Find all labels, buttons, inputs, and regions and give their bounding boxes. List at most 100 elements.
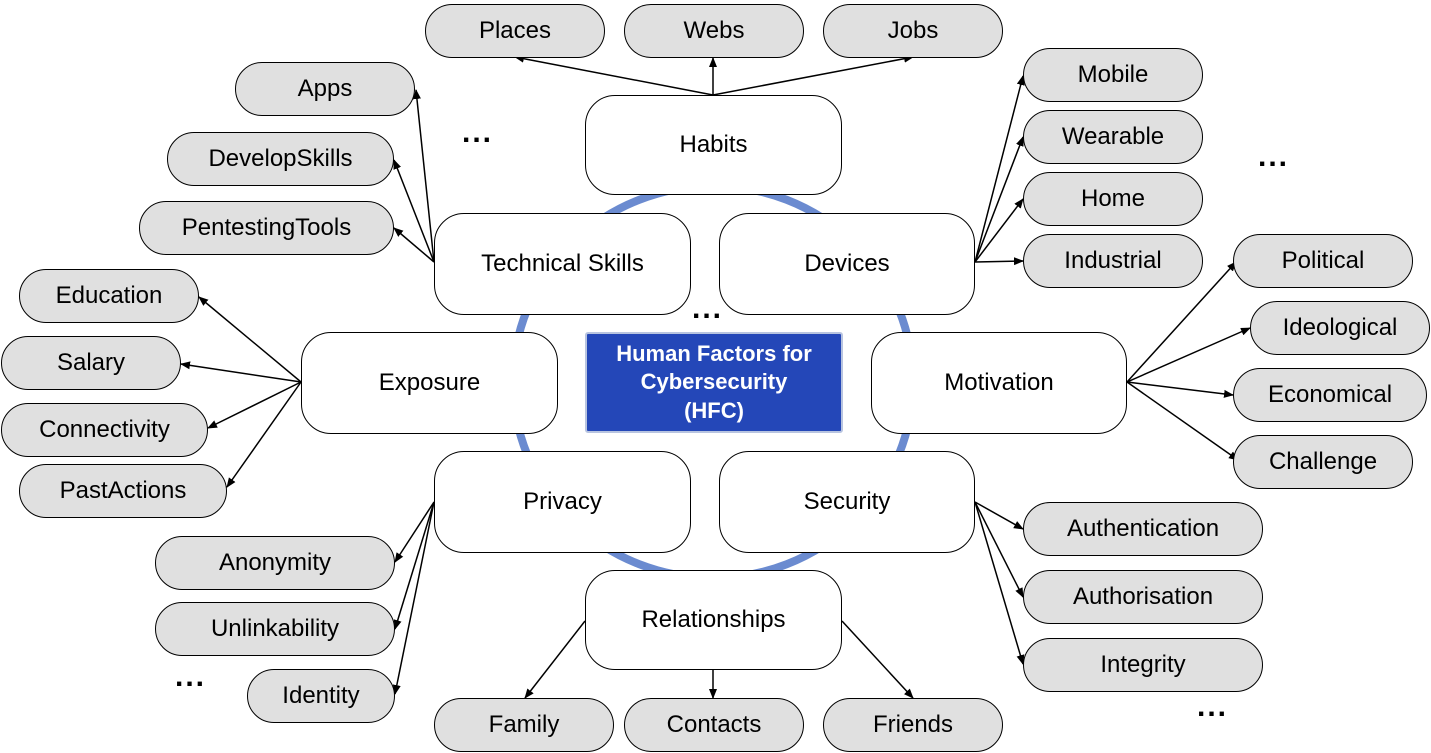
leaf-friends[interactable]: Friends — [823, 698, 1003, 752]
factor-exposure-label: Exposure — [378, 369, 481, 396]
arrow-devices-mobile — [974, 75, 1025, 263]
leaf-integrity-label: Integrity — [1100, 651, 1186, 678]
ellipsis-center: ... — [692, 292, 724, 325]
leaf-contacts-label: Contacts — [666, 711, 762, 738]
leaf-education-label: Education — [55, 282, 163, 309]
arrow-devices-wearable — [974, 136, 1024, 263]
leaf-salary[interactable]: Salary — [1, 336, 181, 390]
central-topic-line-1: Human Factors for — [616, 340, 812, 366]
leaf-authorisation[interactable]: Authorisation — [1023, 570, 1263, 624]
arrow-exposure-connectivity — [207, 381, 302, 429]
factor-privacy-label: Privacy — [523, 488, 602, 515]
leaf-salary-label: Salary — [56, 349, 126, 376]
arrow-exposure-salary — [180, 361, 302, 383]
leaf-webs[interactable]: Webs — [624, 4, 804, 58]
leaf-developskills[interactable]: DevelopSkills — [167, 132, 394, 186]
leaf-political-label: Political — [1281, 247, 1365, 274]
leaf-pentestingtools[interactable]: PentestingTools — [139, 201, 394, 255]
leaf-education[interactable]: Education — [19, 269, 199, 323]
arrow-exposure-pastactions — [226, 381, 302, 488]
arrow-motivation-ideological — [1126, 327, 1251, 383]
leaf-pastactions[interactable]: PastActions — [19, 464, 227, 518]
leaf-mobile[interactable]: Mobile — [1023, 48, 1203, 102]
leaf-home[interactable]: Home — [1023, 172, 1203, 226]
factor-habits[interactable]: Habits — [585, 95, 842, 195]
factor-devices-label: Devices — [804, 250, 890, 277]
leaf-mobile-label: Mobile — [1077, 61, 1149, 88]
central-topic[interactable]: Human Factors for Cybersecurity (HFC) — [585, 332, 843, 433]
central-topic-line-3: (HFC) — [684, 397, 744, 423]
leaf-authentication-label: Authentication — [1066, 515, 1220, 542]
leaf-webs-label: Webs — [683, 17, 745, 44]
leaf-places[interactable]: Places — [425, 4, 605, 58]
arrow-privacy-anonymity — [394, 501, 435, 563]
leaf-ideological-label: Ideological — [1282, 314, 1398, 341]
arrow-devices-industrial — [974, 257, 1024, 266]
leaf-jobs-label: Jobs — [887, 17, 939, 44]
leaf-jobs[interactable]: Jobs — [823, 4, 1003, 58]
arrow-privacy-identity — [392, 501, 435, 695]
ellipsis-devices: ... — [1258, 140, 1290, 173]
leaf-authentication[interactable]: Authentication — [1023, 502, 1263, 556]
leaf-industrial[interactable]: Industrial — [1023, 234, 1203, 288]
leaf-contacts[interactable]: Contacts — [624, 698, 804, 752]
ellipsis-security: ... — [1197, 690, 1229, 723]
leaf-economical[interactable]: Economical — [1233, 368, 1427, 422]
leaf-wearable-label: Wearable — [1061, 123, 1165, 150]
arrow-relationships-friends — [841, 620, 914, 699]
leaf-unlinkability[interactable]: Unlinkability — [155, 602, 395, 656]
arrow-security-authentication — [974, 501, 1024, 530]
leaf-unlinkability-label: Unlinkability — [210, 615, 340, 642]
arrow-habits-places — [514, 54, 714, 96]
arrow-technical-pentestingtools — [393, 227, 435, 263]
factor-exposure[interactable]: Exposure — [301, 332, 558, 434]
leaf-authorisation-label: Authorisation — [1072, 583, 1214, 610]
factor-relationships[interactable]: Relationships — [585, 570, 842, 670]
factor-technical-skills[interactable]: Technical Skills — [434, 213, 691, 315]
leaf-integrity[interactable]: Integrity — [1023, 638, 1263, 692]
arrow-technical-apps — [412, 89, 435, 263]
leaf-friends-label: Friends — [872, 711, 954, 738]
factor-relationships-label: Relationships — [641, 606, 786, 633]
factor-motivation[interactable]: Motivation — [871, 332, 1127, 434]
leaf-ideological[interactable]: Ideological — [1250, 301, 1430, 355]
arrow-motivation-challenge — [1126, 381, 1239, 461]
ellipsis-privacy: ... — [175, 660, 207, 693]
leaf-places-label: Places — [478, 17, 552, 44]
leaf-apps-label: Apps — [297, 75, 353, 102]
leaf-challenge[interactable]: Challenge — [1233, 435, 1413, 489]
factor-security[interactable]: Security — [719, 451, 975, 553]
leaf-wearable[interactable]: Wearable — [1023, 110, 1203, 164]
arrow-privacy-unlinkability — [393, 501, 435, 630]
leaf-home-label: Home — [1080, 185, 1146, 212]
leaf-political[interactable]: Political — [1233, 234, 1413, 288]
arrow-relationships-family — [524, 620, 586, 699]
factor-privacy[interactable]: Privacy — [434, 451, 691, 553]
leaf-economical-label: Economical — [1267, 381, 1393, 408]
leaf-anonymity-label: Anonymity — [218, 549, 332, 576]
arrow-motivation-economical — [1126, 381, 1234, 398]
leaf-family-label: Family — [488, 711, 560, 738]
arrow-motivation-political — [1126, 261, 1237, 383]
leaf-industrial-label: Industrial — [1064, 247, 1162, 274]
arrow-habits-jobs — [712, 54, 914, 96]
central-topic-line-2: Cybersecurity — [640, 369, 788, 395]
leaf-family[interactable]: Family — [434, 698, 614, 752]
arrow-security-integrity — [974, 501, 1025, 665]
leaf-anonymity[interactable]: Anonymity — [155, 536, 395, 590]
ellipsis-technical: ... — [462, 116, 494, 149]
arrow-devices-home — [974, 198, 1024, 263]
leaf-connectivity-label: Connectivity — [39, 416, 170, 443]
leaf-apps[interactable]: Apps — [235, 62, 415, 116]
factor-habits-label: Habits — [679, 131, 748, 158]
leaf-pentestingtools-label: PentestingTools — [181, 214, 352, 241]
factor-technical-skills-label: Technical Skills — [481, 250, 644, 277]
factor-motivation-label: Motivation — [944, 369, 1054, 396]
factor-security-label: Security — [803, 488, 891, 515]
factor-devices[interactable]: Devices — [719, 213, 975, 315]
arrow-security-authorisation — [974, 501, 1024, 598]
arrow-technical-developskills — [393, 159, 435, 263]
leaf-connectivity[interactable]: Connectivity — [1, 403, 208, 457]
leaf-identity-label: Identity — [282, 682, 360, 709]
leaf-identity[interactable]: Identity — [247, 669, 395, 723]
